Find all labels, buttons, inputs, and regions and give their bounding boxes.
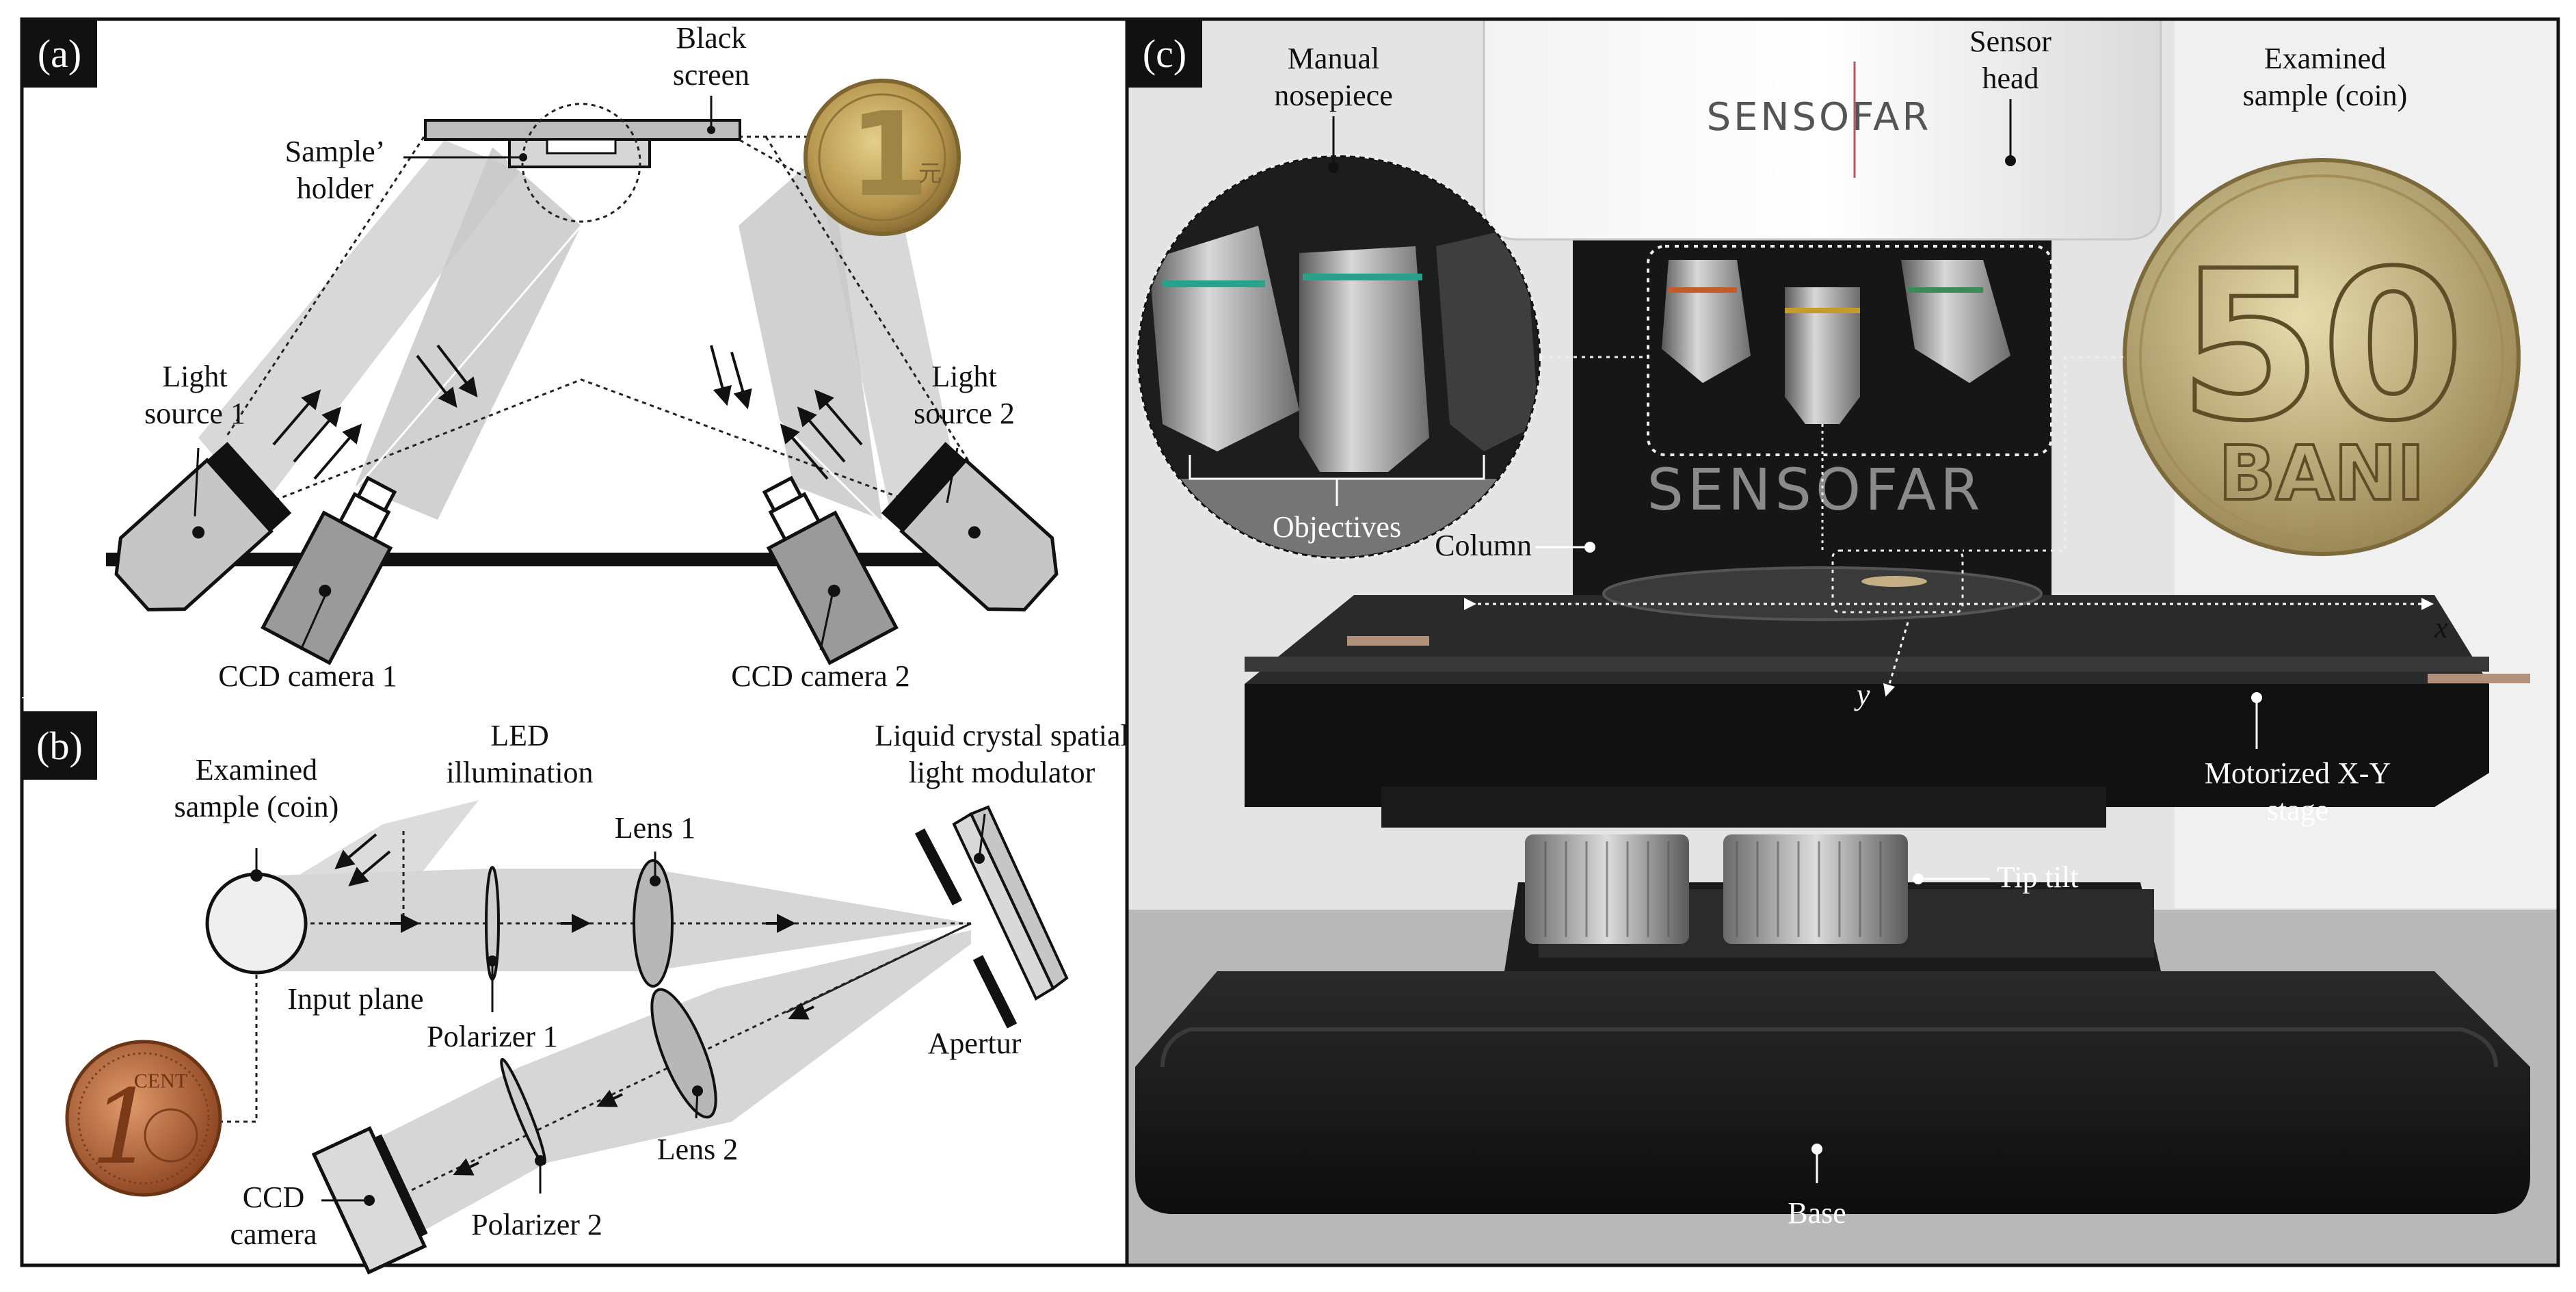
yuan-coin-char: 元 — [918, 161, 942, 187]
label-column: Column — [1435, 529, 1532, 562]
label-lcslm-2: light modulator — [909, 756, 1096, 789]
beam-source-1 — [198, 140, 520, 510]
label-led-1: LED — [490, 719, 549, 752]
label-black-screen-2: screen — [673, 58, 749, 92]
label-sample-holder-2: holder — [297, 172, 374, 205]
label-tip-tilt: Tip tilt — [1997, 860, 2078, 894]
label-y-axis: y — [1854, 678, 1870, 711]
bani-coin — [2123, 158, 2521, 556]
ccd-camera-2 — [762, 475, 899, 665]
panel-b: (b) Examined sample (coin) LED illuminat… — [22, 711, 1129, 1275]
label-sensor-head-2: head — [1982, 62, 2039, 95]
label-lcslm-1: Liquid crystal spatial — [875, 719, 1128, 752]
label-lens-2: Lens 2 — [657, 1133, 739, 1166]
bani-coin-word: BANI — [2218, 430, 2425, 517]
light-source-2 — [881, 442, 1059, 611]
label-examined-sample-c-1: Examined — [2264, 42, 2386, 75]
label-lens-1: Lens 1 — [615, 811, 696, 845]
bani-coin-value: 50 — [2179, 227, 2464, 466]
label-examined-sample-c-2: sample (coin) — [2243, 79, 2408, 112]
label-motorized-stage-1: Motorized X-Y — [2205, 756, 2391, 790]
label-light-source-2-2: source 2 — [914, 397, 1015, 430]
beam-source-2 — [810, 140, 957, 506]
label-led-2: illumination — [446, 756, 593, 789]
label-sensor-head-1: Sensor — [1969, 25, 2051, 58]
forward-beam — [274, 869, 971, 971]
light-source-1 — [114, 442, 292, 611]
sample — [546, 138, 617, 155]
cent-coin — [65, 1040, 222, 1197]
lens-1 — [633, 859, 674, 988]
label-light-source-1-2: source 1 — [144, 397, 245, 430]
label-ccd-camera-b-1: CCD — [243, 1181, 304, 1214]
label-polarizer-2: Polarizer 2 — [471, 1208, 602, 1241]
label-ccd-camera-2: CCD camera 2 — [731, 659, 909, 693]
label-x-axis: x — [2434, 611, 2448, 644]
panel-a-tag: (a) — [38, 31, 81, 76]
lc-slm — [914, 805, 1069, 1029]
panel-b-tag: (b) — [36, 724, 83, 768]
yuan-coin — [804, 79, 961, 236]
yuan-coin-numeral: 1 — [849, 88, 929, 223]
label-apertur: Apertur — [928, 1027, 1022, 1060]
label-sample-holder-1: Sample’ — [285, 135, 386, 168]
label-light-source-1-1: Light — [162, 360, 227, 393]
panel-a: (a) Black screen Sample’ holder 1 元 — [22, 19, 1059, 693]
label-ccd-camera-1: CCD camera 1 — [218, 659, 397, 693]
sample-coin-on-stage — [1861, 576, 1927, 587]
brand-head: SENSOFAR — [1707, 95, 1932, 140]
label-objectives: Objectives — [1273, 510, 1401, 544]
lens-2 — [650, 988, 717, 1119]
brand-column: SENSOFAR — [1647, 456, 1984, 523]
label-input-plane: Input plane — [287, 982, 423, 1016]
label-examined-sample-b-2: sample (coin) — [174, 790, 339, 823]
cent-coin-numeral: 1 — [90, 1068, 155, 1187]
beam-camera-1 — [356, 147, 581, 520]
label-examined-sample-b-1: Examined — [196, 753, 317, 787]
tip-tilt-knob-right — [1723, 834, 1908, 944]
label-base: Base — [1788, 1196, 1846, 1230]
label-polarizer-1: Polarizer 1 — [427, 1020, 558, 1053]
black-screen — [424, 119, 741, 141]
sample-plate — [1602, 566, 2043, 621]
ccd-camera-1 — [261, 475, 397, 665]
panel-c-tag: (c) — [1143, 31, 1186, 76]
label-ccd-camera-b-2: camera — [230, 1217, 317, 1251]
motorized-stage — [1245, 684, 2489, 807]
panel-c: SENSOFAR SENSOFAR x y — [1127, 19, 2558, 1265]
objectives-main — [1662, 260, 2010, 424]
examined-sample-disc — [205, 872, 308, 975]
label-manual-nosepiece-1: Manual — [1288, 42, 1379, 75]
cent-coin-word: CENT — [134, 1070, 187, 1092]
label-black-screen-1: Black — [676, 21, 747, 55]
label-manual-nosepiece-2: nosepiece — [1274, 79, 1392, 112]
microscope-base — [1135, 971, 2530, 1214]
label-light-source-2-1: Light — [931, 360, 996, 393]
label-motorized-stage-2: stage — [2267, 793, 2328, 827]
